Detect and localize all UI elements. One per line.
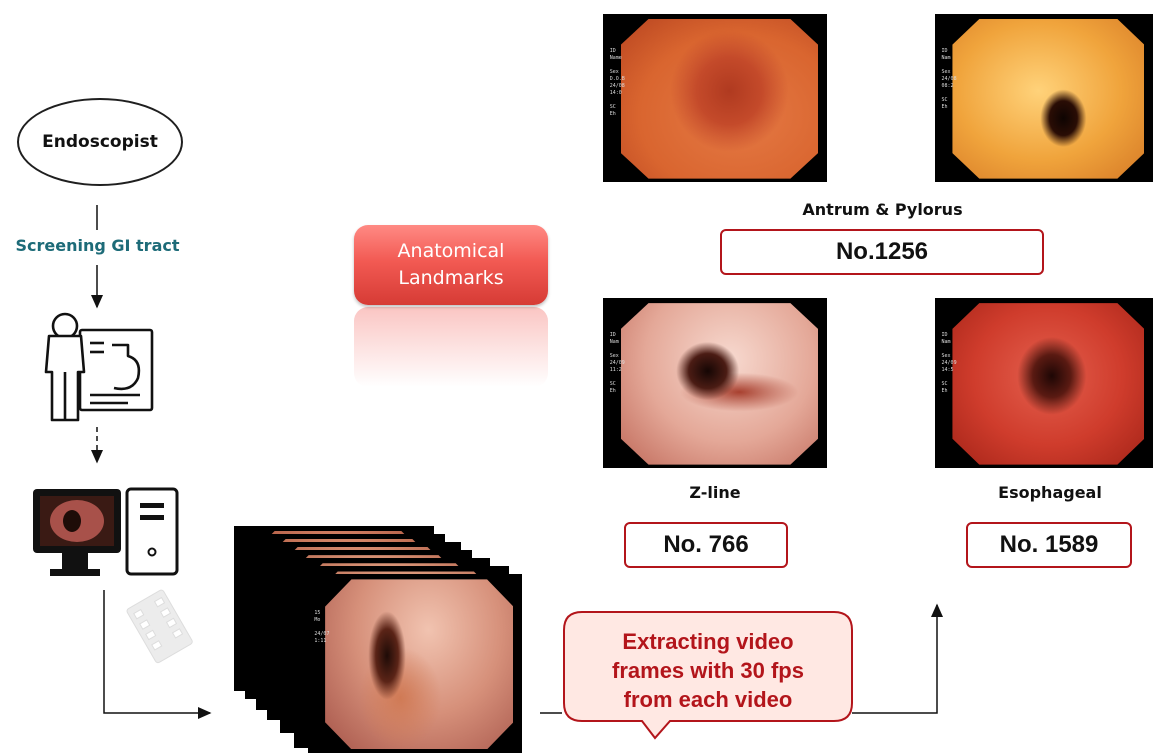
landmark-button-reflection [354,307,548,387]
landmark-button-line1: Anatomical [398,238,505,265]
z-line-count: No. 766 [624,522,788,568]
z-line-count-label: No. 766 [663,531,748,559]
endoscopist-node: Endoscopist [17,98,183,186]
arrow-to-landmarks [852,605,937,713]
landmark-button-line2: Landmarks [398,265,503,292]
z-line-caption: Z-line [640,483,790,502]
esophageal-count-label: No. 1589 [1000,531,1099,559]
antrum-pylorus-caption: Antrum & Pylorus [760,200,1005,219]
extraction-note: Extracting video frames with 30 fps from… [563,627,853,714]
extraction-note-line1: Extracting video [563,627,853,656]
antrum-pylorus-count: No.1256 [720,229,1044,275]
computer-monitor-icon [33,489,177,576]
esophageal-caption: Esophageal [970,483,1130,502]
extraction-note-line3: from each video [563,685,853,714]
doctor-presenting-icon [46,314,152,420]
antrum-pylorus-count-label: No.1256 [836,238,928,266]
screening-label: Screening GI tract [0,236,195,255]
esophageal-count: No. 1589 [966,522,1132,568]
anatomical-landmarks-button: Anatomical Landmarks [354,225,548,305]
film-strip-icon [126,589,193,664]
endoscopist-label: Endoscopist [42,132,158,152]
extraction-note-line2: frames with 30 fps [563,656,853,685]
